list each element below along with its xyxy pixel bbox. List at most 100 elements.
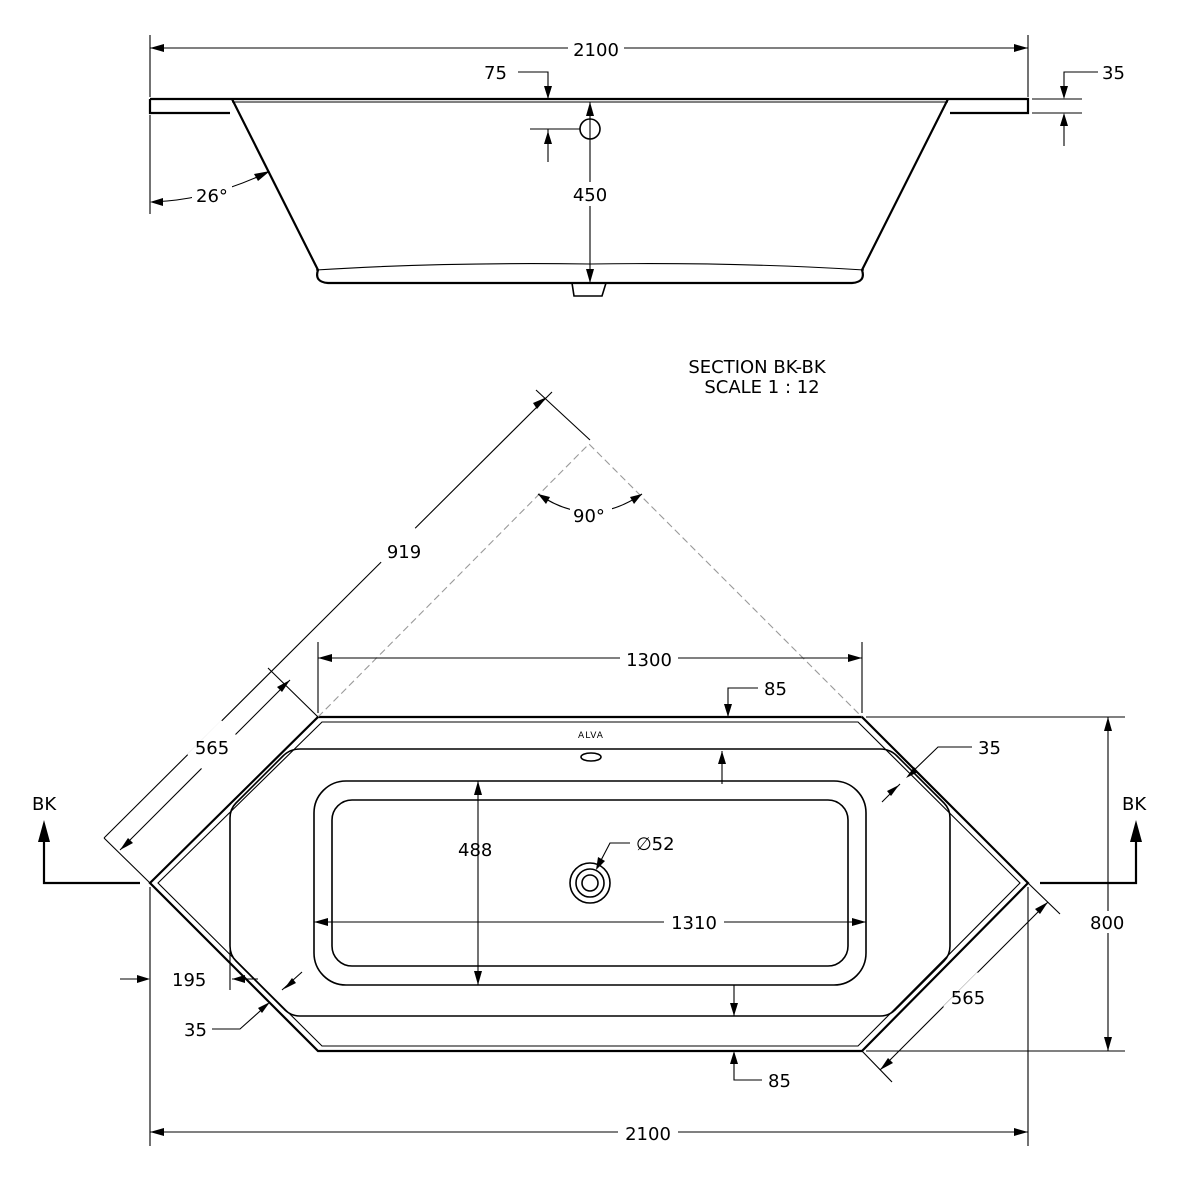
dim-arrow bbox=[232, 975, 245, 983]
label-mask bbox=[664, 911, 724, 933]
dim-arrow bbox=[544, 86, 552, 99]
dim-arrow bbox=[474, 971, 482, 985]
dim-arrow bbox=[852, 918, 866, 926]
dim-arrow bbox=[596, 857, 605, 870]
dim-arrow bbox=[277, 680, 290, 692]
label-mask bbox=[570, 503, 612, 525]
depth-label-mask bbox=[566, 182, 614, 206]
rim-35-right-label: 35 bbox=[978, 738, 1001, 759]
diag-919-line bbox=[103, 391, 553, 839]
dim-arrow bbox=[1060, 86, 1068, 99]
dim-arrow bbox=[150, 44, 164, 52]
depth-label: 450 bbox=[573, 185, 607, 206]
rim-85-bottom-leader bbox=[733, 1053, 762, 1081]
bk-marker-right-line bbox=[1040, 842, 1138, 885]
width-488-label: 488 bbox=[458, 840, 492, 861]
ext-line bbox=[861, 1050, 893, 1083]
corner-construction-lines bbox=[317, 443, 863, 718]
dim-arrow bbox=[254, 171, 270, 181]
length-1310-label: 1310 bbox=[671, 913, 717, 934]
dim-arrow bbox=[906, 767, 918, 778]
bk-marker-left-arrow bbox=[38, 820, 50, 842]
plan-bowl-outer bbox=[229, 748, 951, 1017]
rim-85-bottom-label: 85 bbox=[768, 1071, 791, 1092]
label-mask bbox=[1086, 911, 1132, 933]
dim-arrow bbox=[533, 397, 547, 409]
section-rim bbox=[148, 97, 1030, 115]
dim-arrow bbox=[544, 131, 552, 144]
rim-35-leader-top bbox=[1063, 71, 1098, 97]
dim-arrow bbox=[724, 704, 732, 717]
label-mask bbox=[379, 526, 429, 576]
dim-arrow bbox=[1035, 902, 1048, 914]
plan-outer-rim bbox=[148, 715, 1030, 1053]
dim-arrow bbox=[120, 838, 133, 850]
rim-85-top-leader bbox=[727, 687, 758, 717]
offset-75-leader bbox=[518, 71, 549, 99]
bk-marker-right-arrow bbox=[1130, 820, 1142, 842]
depth-arrow-top bbox=[586, 102, 594, 116]
waste-dia-label: ∅52 bbox=[636, 834, 675, 855]
dim-arrow bbox=[630, 494, 642, 504]
dim-arrow bbox=[1060, 113, 1068, 126]
bk-marker-left-line bbox=[42, 842, 140, 885]
rim-35-left-label: 35 bbox=[184, 1020, 207, 1041]
ext-line bbox=[103, 837, 151, 884]
dim-arrow bbox=[284, 978, 296, 989]
dim-arrow bbox=[258, 1002, 270, 1013]
rim-35-left-leader bbox=[212, 1003, 269, 1030]
label-mask bbox=[620, 647, 678, 669]
dim-arrow bbox=[137, 975, 150, 983]
label-mask bbox=[568, 37, 624, 59]
ext-line bbox=[1027, 882, 1061, 915]
ext-line bbox=[267, 667, 319, 718]
waste-dia-leader bbox=[597, 842, 630, 867]
offset-75-label: 75 bbox=[484, 63, 507, 84]
depth-arrow-bottom bbox=[586, 269, 594, 283]
rim-35-label: 35 bbox=[1102, 63, 1125, 84]
dim-arrow bbox=[314, 918, 328, 926]
dim-arrow bbox=[1014, 1128, 1028, 1136]
dim-arrow bbox=[538, 494, 550, 504]
plan-floor-inner bbox=[331, 799, 849, 967]
waste-mid-circle bbox=[575, 868, 605, 898]
waste-inner-circle bbox=[581, 874, 599, 892]
dim-arrow bbox=[718, 751, 726, 764]
top-1300-label: 1300 bbox=[626, 650, 672, 671]
inset-195-label: 195 bbox=[172, 970, 206, 991]
label-mask bbox=[192, 184, 232, 206]
dim-arrow bbox=[1104, 717, 1112, 731]
label-mask bbox=[943, 972, 993, 1022]
bk-marker-left-label: BK bbox=[32, 794, 57, 815]
dim-arrow bbox=[730, 1051, 738, 1064]
depth-800-label: 800 bbox=[1090, 913, 1124, 934]
dim-arrow bbox=[318, 654, 332, 662]
label-mask bbox=[618, 1121, 678, 1143]
diag-919-label: 919 bbox=[387, 542, 421, 563]
dim-arrow bbox=[730, 1003, 738, 1016]
overall-2100-label: 2100 bbox=[625, 1124, 671, 1145]
section-title: SECTION BK-BK bbox=[688, 357, 826, 378]
angle-label: 26° bbox=[196, 186, 228, 207]
diag-565-left-label: 565 bbox=[195, 738, 229, 759]
section-waste-outlet bbox=[571, 282, 607, 297]
dim-arrow bbox=[150, 1128, 164, 1136]
dim-arrow bbox=[848, 654, 862, 662]
section-view: 450 2100 75 35 26° SECTION BK-BK SCA bbox=[148, 35, 1125, 398]
plan-floor-outer bbox=[313, 780, 867, 986]
dim-arrow bbox=[880, 1058, 893, 1070]
plan-view: ALVA 919 90° 1300 85 bbox=[32, 389, 1147, 1146]
dim-arrow bbox=[887, 785, 899, 796]
dim-arrow bbox=[1014, 44, 1028, 52]
rim-35-right-leader bbox=[907, 746, 972, 777]
label-mask bbox=[187, 720, 237, 770]
dim-arrow bbox=[474, 781, 482, 795]
dim-arrow bbox=[150, 198, 163, 206]
plan-inner-rim bbox=[157, 721, 1021, 1047]
section-scale: SCALE 1 : 12 bbox=[704, 377, 819, 398]
overall-width-label: 2100 bbox=[573, 40, 619, 61]
diag-565-right-label: 565 bbox=[951, 988, 985, 1009]
corner-angle-label: 90° bbox=[573, 506, 605, 527]
